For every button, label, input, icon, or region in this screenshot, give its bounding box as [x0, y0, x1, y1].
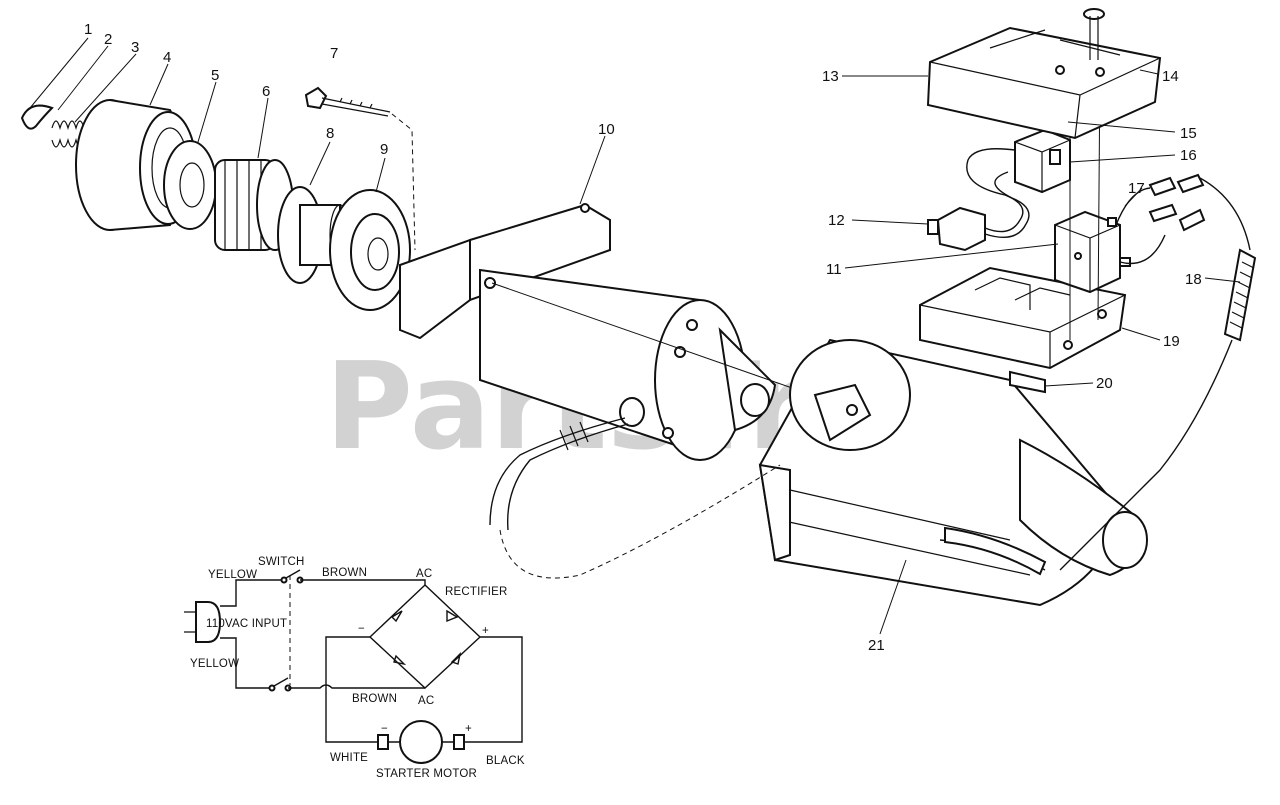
callout-21: 21: [868, 637, 885, 654]
label-brown-bottom: BROWN: [352, 693, 397, 705]
label-yellow-top: YELLOW: [208, 569, 257, 581]
part-14-screw: [1083, 8, 1105, 60]
callout-3: 3: [131, 39, 139, 56]
part-4-drive-housing: [75, 99, 197, 231]
part-9-end-bearing: [329, 189, 411, 311]
callout-13: 13: [822, 68, 839, 85]
callout-14: 14: [1162, 68, 1179, 85]
label-plus-motor: +: [465, 723, 472, 735]
part-10-starter-motor: [399, 203, 777, 461]
motor-symbol: [399, 720, 443, 764]
callout-17: 17: [1128, 180, 1145, 197]
part-20-plate: [1009, 370, 1046, 394]
part-17-terminals: [1148, 173, 1206, 232]
label-minus-rectifier: −: [358, 623, 365, 635]
power-cord: [489, 397, 645, 531]
callout-2: 2: [104, 31, 112, 48]
part-13-top-cover: [926, 26, 1162, 140]
callout-16: 16: [1180, 147, 1197, 164]
part-5-bearing: [163, 140, 217, 230]
label-input: 110VAC INPUT: [206, 618, 287, 630]
part-11-rectifier: [1054, 210, 1131, 294]
callout-11: 11: [826, 261, 842, 278]
callout-1: 1: [84, 21, 92, 38]
callout-9: 9: [380, 141, 388, 158]
label-yellow-bottom: YELLOW: [190, 658, 239, 670]
label-starter-motor: STARTER MOTOR: [376, 768, 477, 780]
label-brown-top: BROWN: [322, 567, 367, 579]
part-12-connector: [927, 206, 986, 252]
label-ac-bottom: AC: [418, 695, 434, 707]
part-7-bolt: [304, 86, 391, 117]
callout-10: 10: [598, 121, 615, 138]
label-white: WHITE: [330, 752, 368, 764]
callout-12: 12: [828, 212, 845, 229]
callout-leaders: [29, 37, 1241, 635]
label-minus-motor: −: [381, 723, 388, 735]
label-rectifier: RECTIFIER: [445, 586, 508, 598]
callout-5: 5: [211, 67, 219, 84]
label-switch: SWITCH: [258, 556, 305, 568]
callout-8: 8: [326, 125, 334, 142]
label-ac-top: AC: [416, 568, 432, 580]
plug-icon: [195, 601, 222, 643]
part-18-harness: [939, 177, 1257, 576]
callout-7: 7: [330, 45, 338, 62]
label-plus-rectifier: +: [482, 625, 489, 637]
callout-4: 4: [163, 49, 171, 66]
callout-19: 19: [1163, 333, 1180, 350]
part-16-switch: [1014, 128, 1071, 194]
part-19-base-tray: [919, 266, 1127, 370]
label-black: BLACK: [486, 755, 525, 767]
callout-15: 15: [1180, 125, 1197, 142]
callout-18: 18: [1185, 271, 1202, 288]
wiring-schematic: [184, 569, 523, 764]
callout-6: 6: [262, 83, 270, 100]
part-1-clip: [20, 104, 54, 130]
callout-20: 20: [1096, 375, 1113, 392]
part-21-cover: [758, 338, 1148, 607]
